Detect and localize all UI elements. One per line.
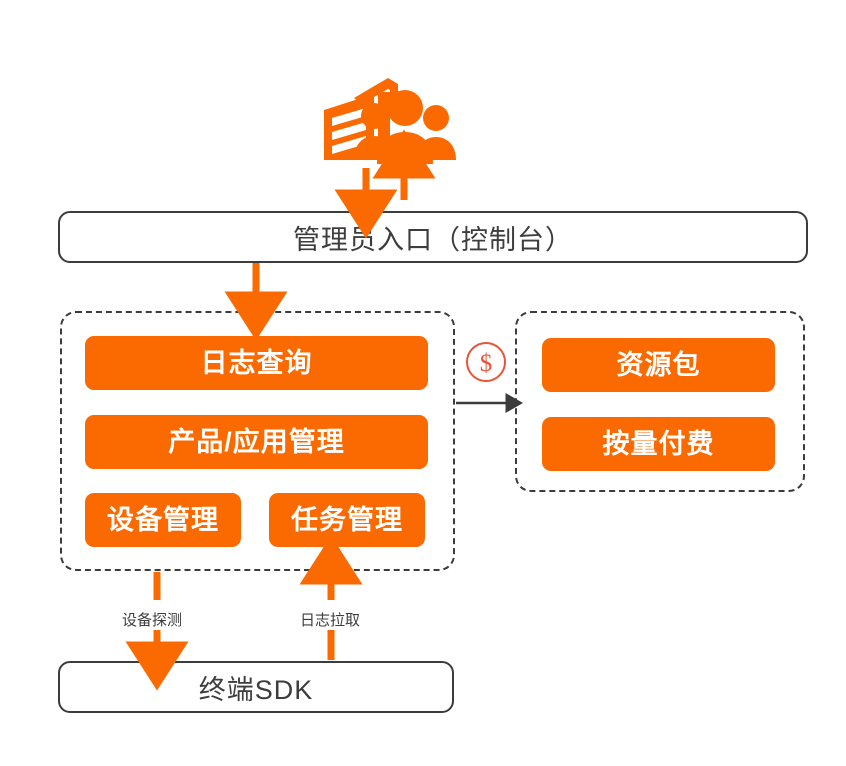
chip-product-management-label: 产品/应用管理 [168, 426, 345, 457]
chip-resource-package-label: 资源包 [616, 349, 701, 380]
admin-entry-label: 管理员入口（控制台） [293, 224, 573, 255]
edge-caption-log-pull: 日志拉取 [296, 607, 365, 632]
chip-resource-package[interactable]: 资源包 [542, 338, 775, 392]
enterprise-users-icon [316, 72, 464, 172]
chip-device-management[interactable]: 设备管理 [85, 493, 241, 547]
chip-task-management[interactable]: 任务管理 [269, 493, 425, 547]
chip-pay-as-you-go[interactable]: 按量付费 [542, 417, 775, 471]
chip-product-management[interactable]: 产品/应用管理 [85, 415, 428, 469]
terminal-sdk-label: 终端SDK [198, 674, 314, 705]
terminal-sdk-box[interactable]: 终端SDK [58, 661, 454, 713]
dollar-circle-icon: $ [465, 341, 507, 383]
chip-task-management-label: 任务管理 [291, 504, 403, 535]
admin-entry-box[interactable]: 管理员入口（控制台） [58, 211, 808, 263]
svg-text:$: $ [480, 350, 493, 377]
chip-log-query[interactable]: 日志查询 [85, 336, 428, 390]
edge-caption-device-probe: 设备探测 [118, 607, 187, 632]
chip-pay-as-you-go-label: 按量付费 [602, 428, 715, 459]
chip-device-management-label: 设备管理 [107, 504, 219, 535]
chip-log-query-label: 日志查询 [200, 347, 313, 378]
